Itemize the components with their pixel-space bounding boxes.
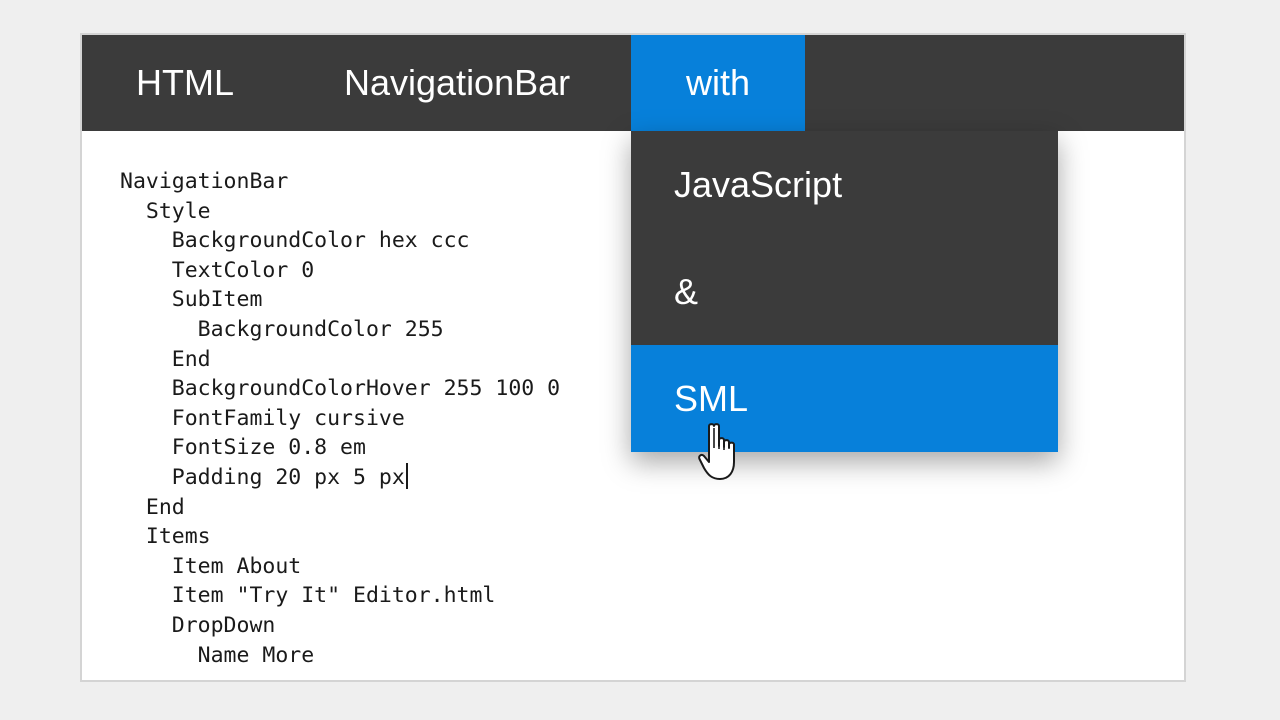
demo-frame: HTML NavigationBar with JavaScript & SML…	[80, 33, 1186, 682]
code-line: Item "Try It" Editor.html	[120, 583, 496, 609]
code-line: Items	[120, 524, 211, 550]
code-line: DropDown	[120, 612, 276, 638]
code-line: Name More	[120, 642, 315, 668]
code-line: SubItem	[120, 287, 263, 313]
dropdown-menu: JavaScript & SML	[631, 131, 1058, 452]
code-line: FontFamily cursive	[120, 405, 405, 431]
code-line: BackgroundColor hex ccc	[120, 228, 470, 254]
code-line: End	[120, 494, 185, 520]
code-line: End	[120, 346, 211, 372]
code-line: BackgroundColor 255	[120, 316, 444, 342]
navigation-bar: HTML NavigationBar with	[82, 35, 1184, 131]
text-caret	[405, 462, 408, 489]
code-line: Style	[120, 198, 211, 224]
code-line: FontSize 0.8 em	[120, 435, 366, 461]
dropdown-item-javascript[interactable]: JavaScript	[674, 164, 843, 205]
code-line-with-caret: Padding 20 px 5 px	[120, 462, 560, 493]
nav-item-with[interactable]: with	[631, 35, 805, 131]
code-line-text: Padding 20 px 5 px	[120, 464, 405, 490]
nav-item-html[interactable]: HTML	[136, 62, 234, 103]
code-line: Item About	[120, 553, 302, 579]
dropdown-item-ampersand[interactable]: &	[674, 271, 699, 312]
code-line: NavigationBar	[120, 169, 289, 194]
code-line: TextColor 0	[120, 257, 315, 283]
code-line: BackgroundColorHover 255 100 0	[120, 376, 561, 402]
nav-item-navigationbar[interactable]: NavigationBar	[344, 62, 571, 103]
code-editor[interactable]: NavigationBar Style BackgroundColor hex …	[120, 167, 560, 670]
dropdown-item-sml[interactable]: SML	[631, 345, 1058, 452]
